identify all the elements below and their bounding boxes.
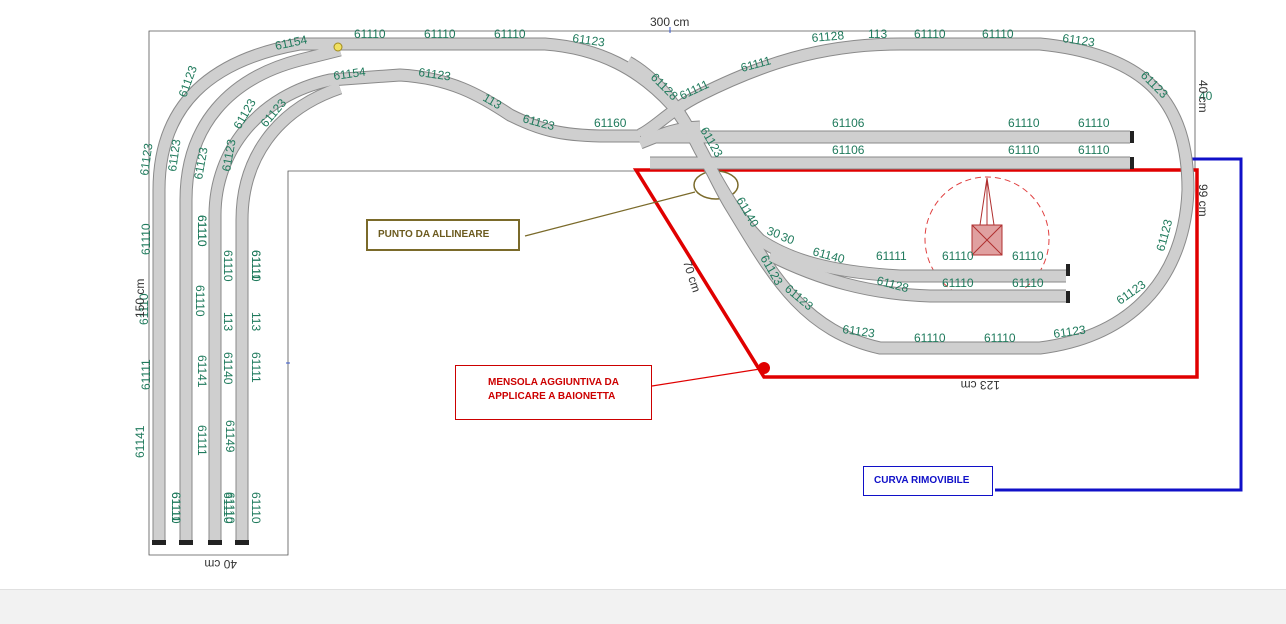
track-label-l4: 61110 (494, 27, 526, 41)
track-label-l51: 61141 (133, 425, 147, 458)
track-label-l49: 61110 (221, 250, 235, 282)
track-label-l74: 61149 (223, 420, 237, 453)
track-label-l39: 61110 (942, 249, 974, 263)
track-label-l31: 61110 (1078, 143, 1110, 157)
track-label-l66: 61110 (195, 215, 209, 247)
track-label-l42: 61110 (942, 276, 974, 290)
track-label-l23: 61123 (1062, 31, 1096, 49)
buffer-stop-icon (235, 540, 249, 545)
track-crossover (625, 57, 1066, 282)
track-label-l59: 113 (221, 312, 235, 331)
track-label-l52: 61111 (139, 359, 153, 390)
track-label-l19: 61128 (811, 28, 845, 45)
track-label-l68: 61123 (219, 138, 238, 173)
dim-right-top: 40 cm (1196, 80, 1210, 113)
mensola-pivot (758, 362, 770, 374)
dim-bottom-left: 40 cm (204, 557, 237, 571)
track-inner-s1 (209, 69, 640, 545)
track-label-l38: 61111 (876, 249, 907, 263)
track-label-l1: 61154 (274, 32, 309, 53)
track-label-l50: 61111 (249, 250, 263, 281)
track-label-l27: 61110 (1008, 116, 1040, 130)
track-label-l35: 61110 (984, 331, 1016, 345)
track-label-l61: 61110 (223, 492, 237, 524)
track-label-l60: 61140 (221, 352, 235, 385)
track-label-l15: 61160 (594, 116, 627, 130)
track-label-l34: 61110 (914, 331, 946, 345)
punto-pointer (524, 191, 696, 237)
buffer-stop-icon (1130, 157, 1134, 169)
track-label-l45: 30 (765, 224, 783, 242)
dim-right-mid: 99 cm (1196, 184, 1210, 217)
buffer-stop-icon (1130, 131, 1134, 143)
track-siding-c (637, 121, 701, 149)
crane-boom (979, 177, 995, 226)
track-label-l22: 61110 (982, 27, 1014, 41)
note-punto-da-allineare: PUNTO DA ALLINEARE (366, 219, 520, 251)
track-label-l43: 61110 (1012, 276, 1044, 290)
track-label-l30: 61110 (1008, 143, 1040, 157)
track-label-l29: 61106 (832, 143, 865, 157)
mensola-pointer (651, 368, 761, 387)
track-label-l21: 61110 (914, 27, 946, 41)
track-label-l65: 61111 (249, 352, 263, 383)
note-curva-rimovibile: CURVA RIMOVIBILE (863, 466, 993, 496)
track-label-l67: 61123 (191, 146, 210, 181)
track-label-l36: 61123 (1052, 323, 1086, 341)
track-second-left (180, 44, 342, 545)
track-label-l5: 61123 (572, 31, 606, 49)
track-outer-left (153, 38, 1194, 545)
track-label-l63: 61110 (249, 250, 263, 282)
note-mensola-line1: MENSOLA AGGIUNTIVA DA (488, 377, 619, 388)
track-label-l28: 61110 (1078, 116, 1110, 130)
track-label-l40: 61110 (1012, 249, 1044, 263)
track-label-l58: 61110 (169, 492, 183, 524)
track-label-l3: 61110 (424, 27, 456, 41)
dim-left: 150 cm (133, 279, 147, 318)
track-label-l25: 40 (1199, 89, 1213, 103)
status-bar (0, 589, 1286, 624)
buffer-stop-icon (179, 540, 193, 545)
dim-diagonal: 70 cm (680, 259, 703, 294)
note-curva-text: CURVA RIMOVIBILE (874, 475, 970, 486)
track-label-l11: 61154 (332, 65, 366, 83)
track-label-l2: 61110 (354, 27, 386, 41)
track-label-l8: 61123 (165, 138, 183, 172)
track-siding-low (767, 250, 1066, 302)
track-label-l73: 61110 (221, 492, 235, 524)
dim-bottom-right: 123 cm (961, 378, 1000, 392)
crane-radius (924, 176, 1050, 302)
curva-outline (995, 157, 1243, 492)
track-label-l72: 61111 (169, 492, 183, 523)
track-inner-s2 (236, 82, 342, 545)
track-label-l46: 30 (779, 230, 797, 248)
buffer-stop-icon (1066, 291, 1070, 303)
track-label-l20: 113 (868, 27, 887, 41)
track-label-l64: 113 (249, 312, 263, 331)
track-label-l56: 61111 (195, 425, 209, 456)
track-inner-s1-edge (208, 68, 640, 545)
note-mensola-line2: APPLICARE A BAIONETTA (488, 391, 616, 402)
track-label-l26: 61106 (832, 116, 865, 130)
track-label-l54: 61110 (137, 293, 151, 325)
marker-dot (333, 42, 343, 52)
baseboard-outline (148, 30, 1196, 556)
track-label-l55: 61141 (195, 355, 209, 388)
note-punto-text: PUNTO DA ALLINEARE (378, 229, 490, 240)
crane-cross (971, 224, 1003, 256)
buffer-stop-icon (1066, 264, 1070, 276)
buffer-stop-icon (208, 540, 222, 545)
track-label-l37: 61123 (842, 322, 876, 340)
track-label-l12: 61123 (418, 65, 452, 83)
track-label-l62: 61110 (249, 492, 263, 524)
note-mensola: MENSOLA AGGIUNTIVA DA APPLICARE A BAIONE… (455, 365, 652, 420)
dim-top: 300 cm (650, 15, 689, 29)
track-label-l57: 61110 (193, 285, 207, 317)
track-label-l7: 61123 (137, 142, 155, 176)
buffer-stop-icon (152, 540, 166, 545)
mensola-outline (632, 168, 1199, 379)
track-label-l48: 61110 (195, 215, 209, 247)
track-label-l53: 61110 (139, 223, 153, 255)
